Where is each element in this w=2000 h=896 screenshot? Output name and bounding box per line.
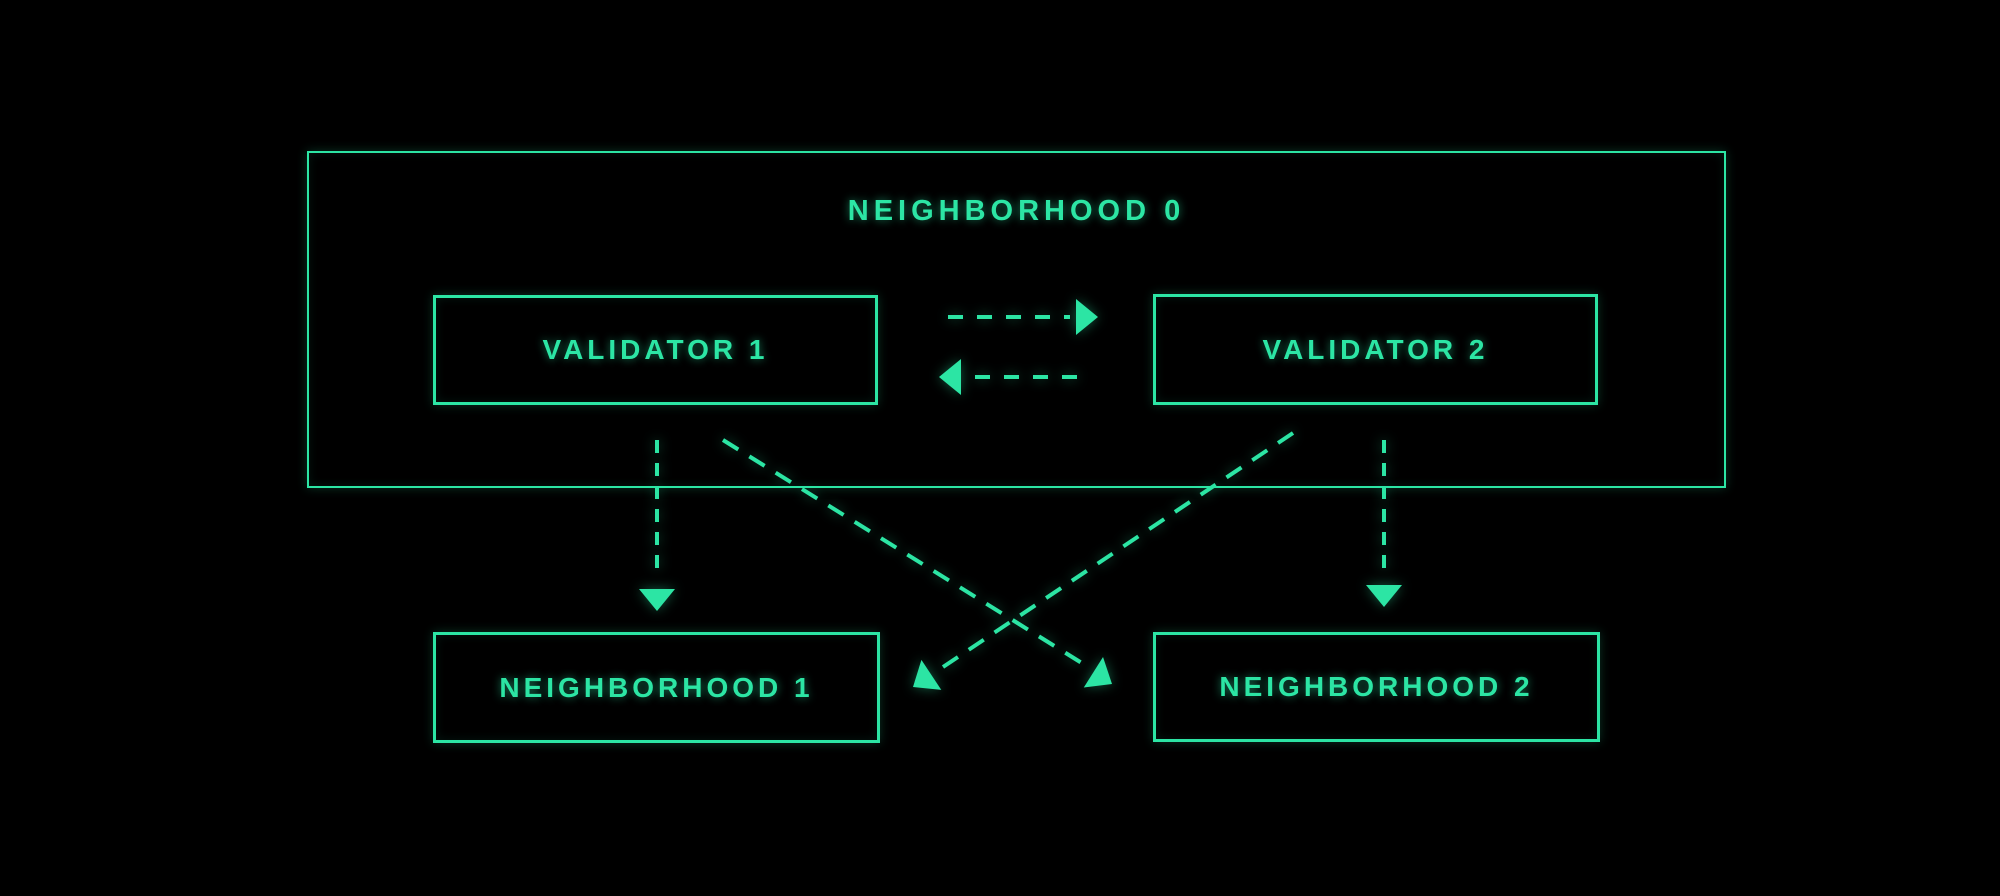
arrowhead-down-icon <box>639 589 675 611</box>
node-neighborhood-0-label: NEIGHBORHOOD 0 <box>847 195 1186 227</box>
dashed-line <box>935 431 1295 673</box>
arrowhead-down-icon <box>1366 585 1402 607</box>
arrowhead-down-left-icon <box>913 659 942 690</box>
node-neighborhood-2-label: NEIGHBORHOOD 2 <box>1219 671 1534 702</box>
node-validator-2: VALIDATOR 2 <box>1153 294 1598 405</box>
edge-validator1-to-neighborhood2 <box>721 438 1112 688</box>
edge-validator2-to-neighborhood2 <box>1366 440 1402 607</box>
edge-validator1-to-neighborhood1 <box>639 440 675 611</box>
node-neighborhood-1-label: NEIGHBORHOOD 1 <box>499 671 814 703</box>
node-neighborhood-0: NEIGHBORHOOD 0 <box>307 151 1726 488</box>
edge-validator2-to-validator1 <box>939 359 1085 395</box>
edge-validator2-to-neighborhood1 <box>913 431 1295 690</box>
dashed-line <box>721 438 1087 667</box>
edge-validator1-to-validator2 <box>948 299 1098 335</box>
arrowhead-left-icon <box>939 359 961 395</box>
node-neighborhood-1: NEIGHBORHOOD 1 <box>433 632 880 743</box>
arrowhead-down-right-icon <box>1083 657 1112 688</box>
node-validator-2-label: VALIDATOR 2 <box>1262 333 1489 365</box>
node-validator-1-label: VALIDATOR 1 <box>542 334 769 365</box>
arrowhead-right-icon <box>1076 299 1098 335</box>
node-validator-1: VALIDATOR 1 <box>433 295 878 405</box>
node-neighborhood-2: NEIGHBORHOOD 2 <box>1153 632 1600 742</box>
